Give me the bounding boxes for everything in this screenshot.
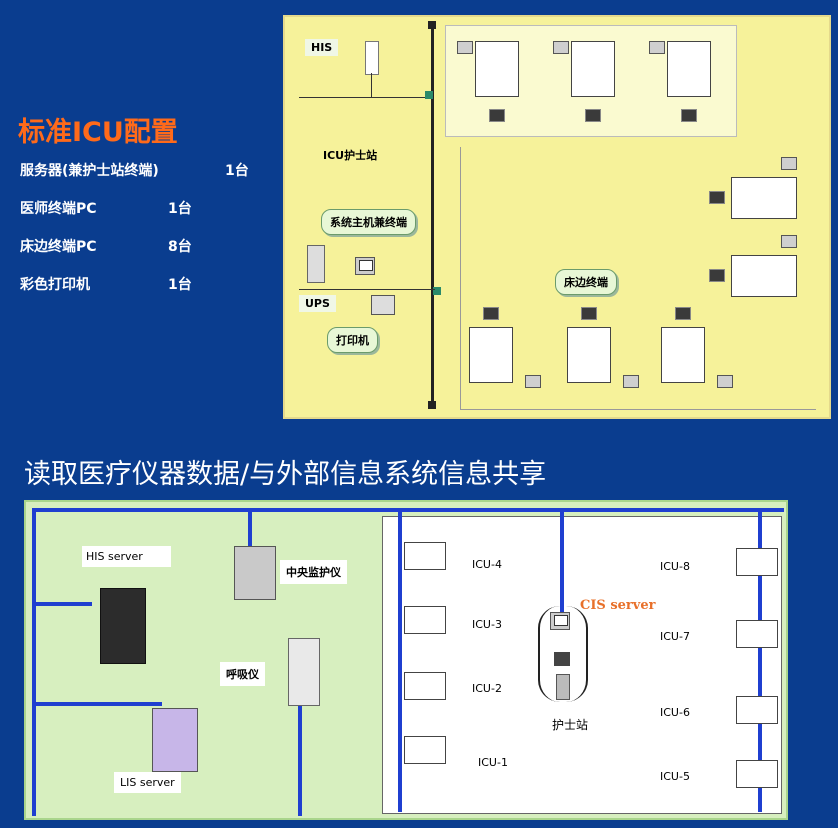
network-diagram: HIS server 中央监护仪 呼吸仪 LIS server ICU-4 IC… <box>24 500 788 820</box>
ward-line-center <box>560 508 564 618</box>
nurse-station-label: ICU护士站 <box>323 149 378 162</box>
config-item-qty: 1台 <box>225 163 249 179</box>
config-title: 标准ICU配置 <box>18 117 178 148</box>
network-line-monitor <box>248 508 252 548</box>
cis-server-label: CIS server <box>580 598 656 613</box>
his-server-label: HIS server <box>82 546 171 567</box>
monitor-icon <box>525 375 541 388</box>
config-item-name: 床边终端PC <box>20 239 97 255</box>
bed-label-icu-1: ICU-1 <box>478 756 508 769</box>
icu-layout-diagram: HIS ICU护士站 系统主机兼终端 UPS 打印机 床边终端 <box>283 15 831 419</box>
config-item-qty: 8台 <box>168 239 192 255</box>
cis-server-pc-icon <box>550 612 570 630</box>
bed-lower-1 <box>469 327 513 383</box>
ups-label: UPS <box>299 295 336 312</box>
monitor-icon <box>623 375 639 388</box>
monitor-icon <box>457 41 473 54</box>
server-tower-icon <box>556 674 570 700</box>
bed-icu-5 <box>736 760 778 788</box>
bedside-pc-icon <box>581 307 597 320</box>
bedside-pc-icon <box>489 109 505 122</box>
bed-icu-6 <box>736 696 778 724</box>
monitor-icon <box>553 41 569 54</box>
ventilator-icon <box>288 638 320 706</box>
monitor-icon <box>649 41 665 54</box>
bedside-pc-icon <box>681 109 697 122</box>
his-server-icon <box>365 41 379 75</box>
monitor-icon <box>717 375 733 388</box>
config-item-color-printer: 彩色打印机 1台 <box>20 274 192 294</box>
config-item-name: 彩色打印机 <box>20 277 90 293</box>
central-monitor-icon <box>234 546 276 600</box>
bed-label-icu-2: ICU-2 <box>472 682 502 695</box>
bed-lower-3 <box>661 327 705 383</box>
config-item-qty: 1台 <box>168 201 192 217</box>
bed-icu-8 <box>736 548 778 576</box>
config-item-name: 服务器(兼护士站终端) <box>20 163 159 179</box>
bed-icu-7 <box>736 620 778 648</box>
backbone-end-top <box>428 21 436 29</box>
bed-icu-1 <box>404 736 446 764</box>
network-line-lis <box>32 702 162 706</box>
config-item-doctor-pc: 医师终端PC 1台 <box>20 198 192 218</box>
bed-right-1 <box>731 177 797 219</box>
bed-lower-2 <box>567 327 611 383</box>
bedside-pc-icon <box>709 191 725 204</box>
printer-icon <box>371 295 395 315</box>
bed-label-icu-6: ICU-6 <box>660 706 690 719</box>
bedside-pc-icon <box>483 307 499 320</box>
config-item-name: 医师终端PC <box>20 201 97 217</box>
hub-station <box>433 287 441 295</box>
ward-line-right <box>758 508 762 812</box>
hub-his <box>425 91 433 99</box>
station-link-line <box>299 289 435 290</box>
network-line-ventilator <box>298 702 302 816</box>
his-server-icon <box>100 588 146 664</box>
bed-upper-3 <box>667 41 711 97</box>
section-subtitle: 读取医疗仪器数据/与外部信息系统信息共享 <box>24 459 547 490</box>
ups-tower-icon <box>307 245 325 283</box>
his-label: HIS <box>305 39 339 56</box>
config-item-server: 服务器(兼护士站终端) 1台 <box>20 160 249 180</box>
lis-server-label: LIS server <box>114 772 181 793</box>
network-line-his <box>32 602 92 606</box>
printer-icon <box>554 652 570 666</box>
bed-icu-3 <box>404 606 446 634</box>
bedside-pc-icon <box>585 109 601 122</box>
bed-upper-2 <box>571 41 615 97</box>
bedside-terminal-callout: 床边终端 <box>555 269 617 295</box>
bed-upper-1 <box>475 41 519 97</box>
backbone-end-bottom <box>428 401 436 409</box>
monitor-icon <box>781 235 797 248</box>
bed-label-icu-4: ICU-4 <box>472 558 502 571</box>
central-monitor-label: 中央监护仪 <box>280 560 347 584</box>
bed-icu-4 <box>404 542 446 570</box>
nurse-station-label: 护士站 <box>552 718 589 732</box>
bed-label-icu-3: ICU-3 <box>472 618 502 631</box>
bed-label-icu-7: ICU-7 <box>660 630 690 643</box>
main-host-callout: 系统主机兼终端 <box>321 209 416 235</box>
icu-ward-box <box>382 516 782 814</box>
network-line-left <box>32 508 36 816</box>
his-link-line <box>299 97 429 98</box>
lis-server-icon <box>152 708 198 772</box>
his-drop-line <box>371 73 372 97</box>
ward-line-left <box>398 508 402 812</box>
bed-label-icu-5: ICU-5 <box>660 770 690 783</box>
backbone-line <box>431 25 434 407</box>
network-line-top <box>32 508 784 512</box>
printer-callout: 打印机 <box>327 327 378 353</box>
bedside-pc-icon <box>709 269 725 282</box>
bed-icu-2 <box>404 672 446 700</box>
config-item-bedside-pc: 床边终端PC 8台 <box>20 236 192 256</box>
main-host-pc-icon <box>355 257 375 275</box>
bed-right-2 <box>731 255 797 297</box>
bedside-pc-icon <box>675 307 691 320</box>
bed-label-icu-8: ICU-8 <box>660 560 690 573</box>
bed-room-lower <box>460 147 816 410</box>
config-item-qty: 1台 <box>168 277 192 293</box>
ventilator-label: 呼吸仪 <box>220 662 265 686</box>
monitor-icon <box>781 157 797 170</box>
nurse-station-enclosure <box>538 606 588 702</box>
